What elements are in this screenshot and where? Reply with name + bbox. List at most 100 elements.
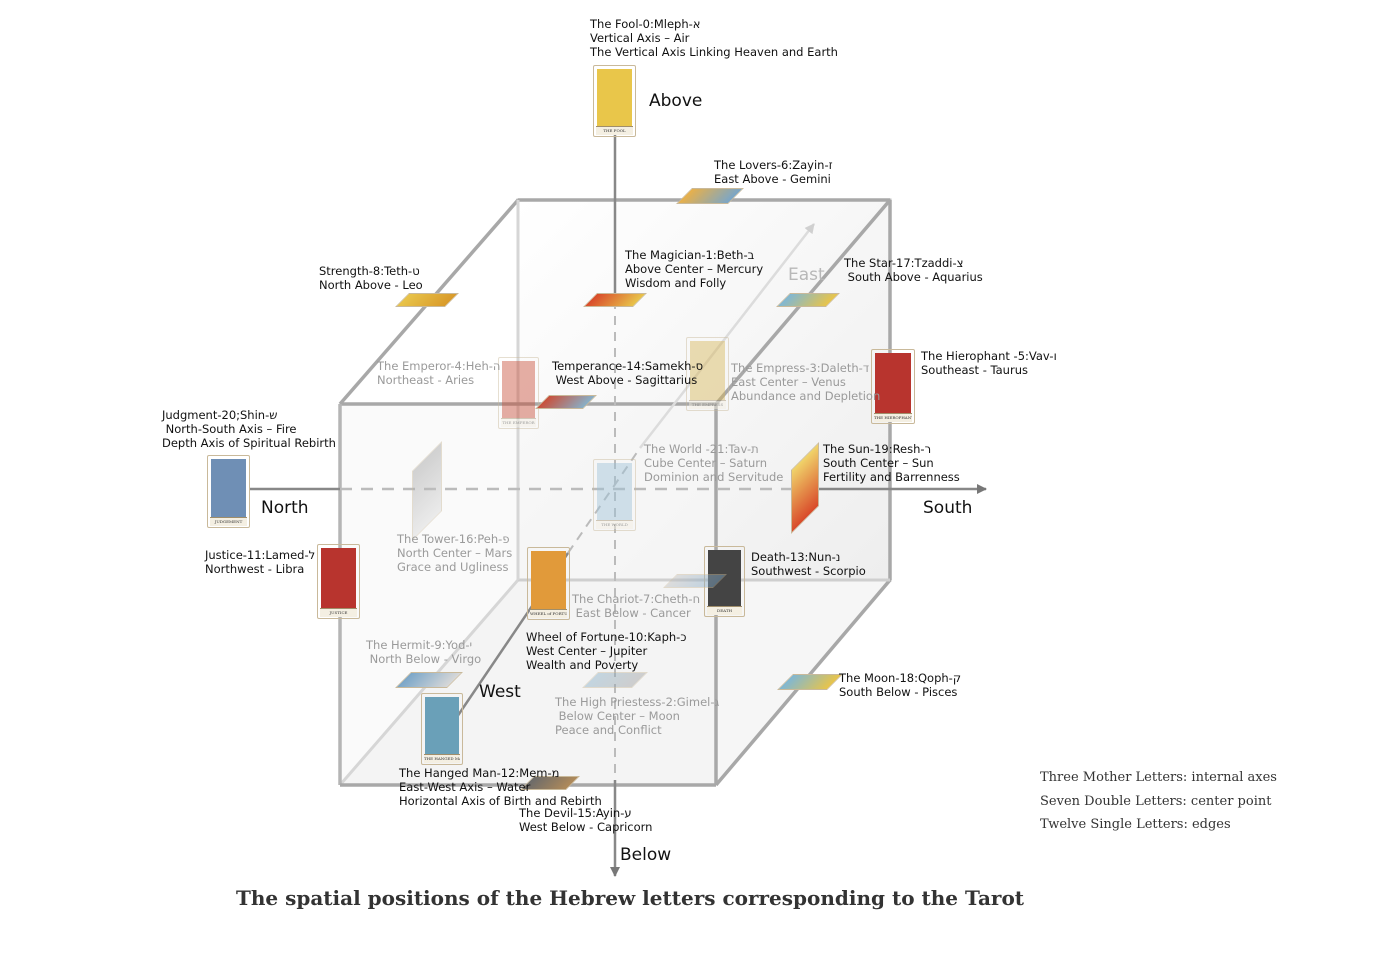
label-line: West Center – Jupiter — [526, 644, 648, 658]
label-line: The Tower-16:Peh-פ — [397, 532, 510, 546]
label-line: Peace and Conflict — [555, 723, 662, 737]
label-line: Southeast - Taurus — [921, 363, 1028, 377]
legend-item: Three Mother Letters: internal axes — [1040, 770, 1277, 785]
label-line: The High Priestess-2:Gimel-ג — [555, 695, 720, 709]
label-line: North Above - Leo — [319, 278, 423, 292]
label-line: The Hierophant -5:Vav-ו — [921, 349, 1057, 363]
card-death: DEATH — [704, 546, 745, 617]
direction-west: West — [479, 682, 521, 702]
card-art — [502, 361, 535, 418]
card-judgement: JUDGEMENT — [207, 455, 250, 528]
label-line: West Above - Sagittarius — [552, 373, 698, 387]
label-line: Wisdom and Folly — [625, 276, 727, 290]
card-caption: THE HIEROPHANT — [874, 413, 912, 422]
legend: Three Mother Letters: internal axes Seve… — [1040, 766, 1277, 837]
label-line: Fertility and Barrenness — [823, 470, 960, 484]
card-the-hanged-man: THE HANGED MAN — [421, 693, 463, 765]
label-line: The Empress-3:Daleth-ד — [731, 361, 870, 375]
label-line: The Sun-19:Resh-ר — [823, 442, 932, 456]
label-line: Northeast - Aries — [377, 373, 475, 387]
label-line: East Below - Cancer — [572, 606, 691, 620]
label-line: Death-13:Nun-נ — [751, 550, 841, 564]
card-art — [321, 548, 356, 608]
label-line: South Above - Aquarius — [844, 270, 983, 284]
card-caption: THE HANGED MAN — [424, 754, 460, 763]
card-art — [211, 459, 246, 517]
label-line: Northwest - Libra — [205, 562, 305, 576]
card-art — [425, 697, 459, 754]
label-line: Strength-8:Teth-ט — [319, 264, 420, 278]
card-caption: WHEEL of FORTUNE — [530, 609, 567, 618]
card-art — [531, 551, 566, 609]
label-line: South Below - Pisces — [839, 685, 958, 699]
label-line: Above Center – Mercury — [625, 262, 764, 276]
direction-north: North — [261, 498, 309, 518]
label-line: The World -21:Tav-ת — [644, 442, 759, 456]
label-line: The Magician-1:Beth-ב — [625, 248, 755, 262]
card-the-fool: THE FOOL — [593, 65, 636, 137]
legend-item: Twelve Single Letters: edges — [1040, 817, 1231, 832]
label-line: Dominion and Servitude — [644, 470, 784, 484]
label-the-star: The Star-17:Tzaddi-צ South Above - Aquar… — [844, 256, 983, 284]
label-line: The Chariot-7:Cheth-ח — [572, 592, 701, 606]
card-art — [597, 463, 632, 520]
label-line: Judgment-20;Shin-ש — [162, 408, 278, 422]
card-caption: THE EMPEROR — [501, 418, 536, 427]
direction-below: Below — [620, 845, 672, 865]
label-line: Grace and Ugliness — [397, 560, 509, 574]
card-the-emperor: THE EMPEROR — [498, 357, 539, 429]
card-art — [708, 550, 741, 606]
card-art — [875, 353, 911, 413]
label-line: The Hanged Man-12:Mem-מ — [399, 766, 560, 780]
label-line: The Star-17:Tzaddi-צ — [844, 256, 964, 270]
direction-east: East — [788, 265, 825, 285]
label-line: Southwest - Scorpio — [751, 564, 866, 578]
direction-south: South — [923, 498, 973, 518]
label-line: The Hermit-9:Yod-י — [366, 638, 473, 652]
label-line: Vertical Axis – Air — [590, 31, 690, 45]
label-line: The Fool-0:Mleph-א — [590, 17, 701, 31]
label-line: Wealth and Poverty — [526, 658, 639, 672]
card-art — [690, 341, 725, 400]
label-line: Depth Axis of Spiritual Rebirth — [162, 436, 336, 450]
label-line: The Emperor-4:Heh-ה — [377, 359, 501, 373]
label-line: Wheel of Fortune-10:Kaph-כ — [526, 630, 687, 644]
label-line: Horizontal Axis of Birth and Rebirth — [399, 794, 602, 808]
label-line: Temperance-14:Samekh-ס — [552, 359, 704, 373]
label-temperance: Temperance-14:Samekh-ס West Above - Sagi… — [552, 359, 703, 387]
label-line: West Below - Capricorn — [519, 820, 653, 834]
card-art — [597, 69, 632, 126]
card-caption: THE EMPRESS — [689, 400, 726, 409]
label-the-hermit: The Hermit-9:Yod-י North Below - Virgo — [366, 638, 481, 666]
label-the-high-priestess: The High Priestess-2:Gimel-ג Below Cente… — [555, 695, 719, 737]
label-line: The Vertical Axis Linking Heaven and Ear… — [590, 45, 838, 59]
east-west-axis-upper — [639, 223, 815, 449]
card-wheel-of-fortune: WHEEL of FORTUNE — [527, 547, 570, 620]
card-justice: JUSTICE — [317, 544, 360, 619]
label-line: South Center – Sun — [823, 456, 934, 470]
label-the-chariot: The Chariot-7:Cheth-ח East Below - Cance… — [572, 592, 700, 620]
label-judgment: Judgment-20;Shin-ש North-South Axis – Fi… — [162, 408, 336, 450]
east-west-axis-mid — [567, 447, 641, 554]
card-caption: THE FOOL — [596, 126, 633, 135]
legend-item: Seven Double Letters: center point — [1040, 793, 1272, 809]
direction-above: Above — [649, 91, 703, 111]
label-line: East Center – Venus — [731, 375, 846, 389]
